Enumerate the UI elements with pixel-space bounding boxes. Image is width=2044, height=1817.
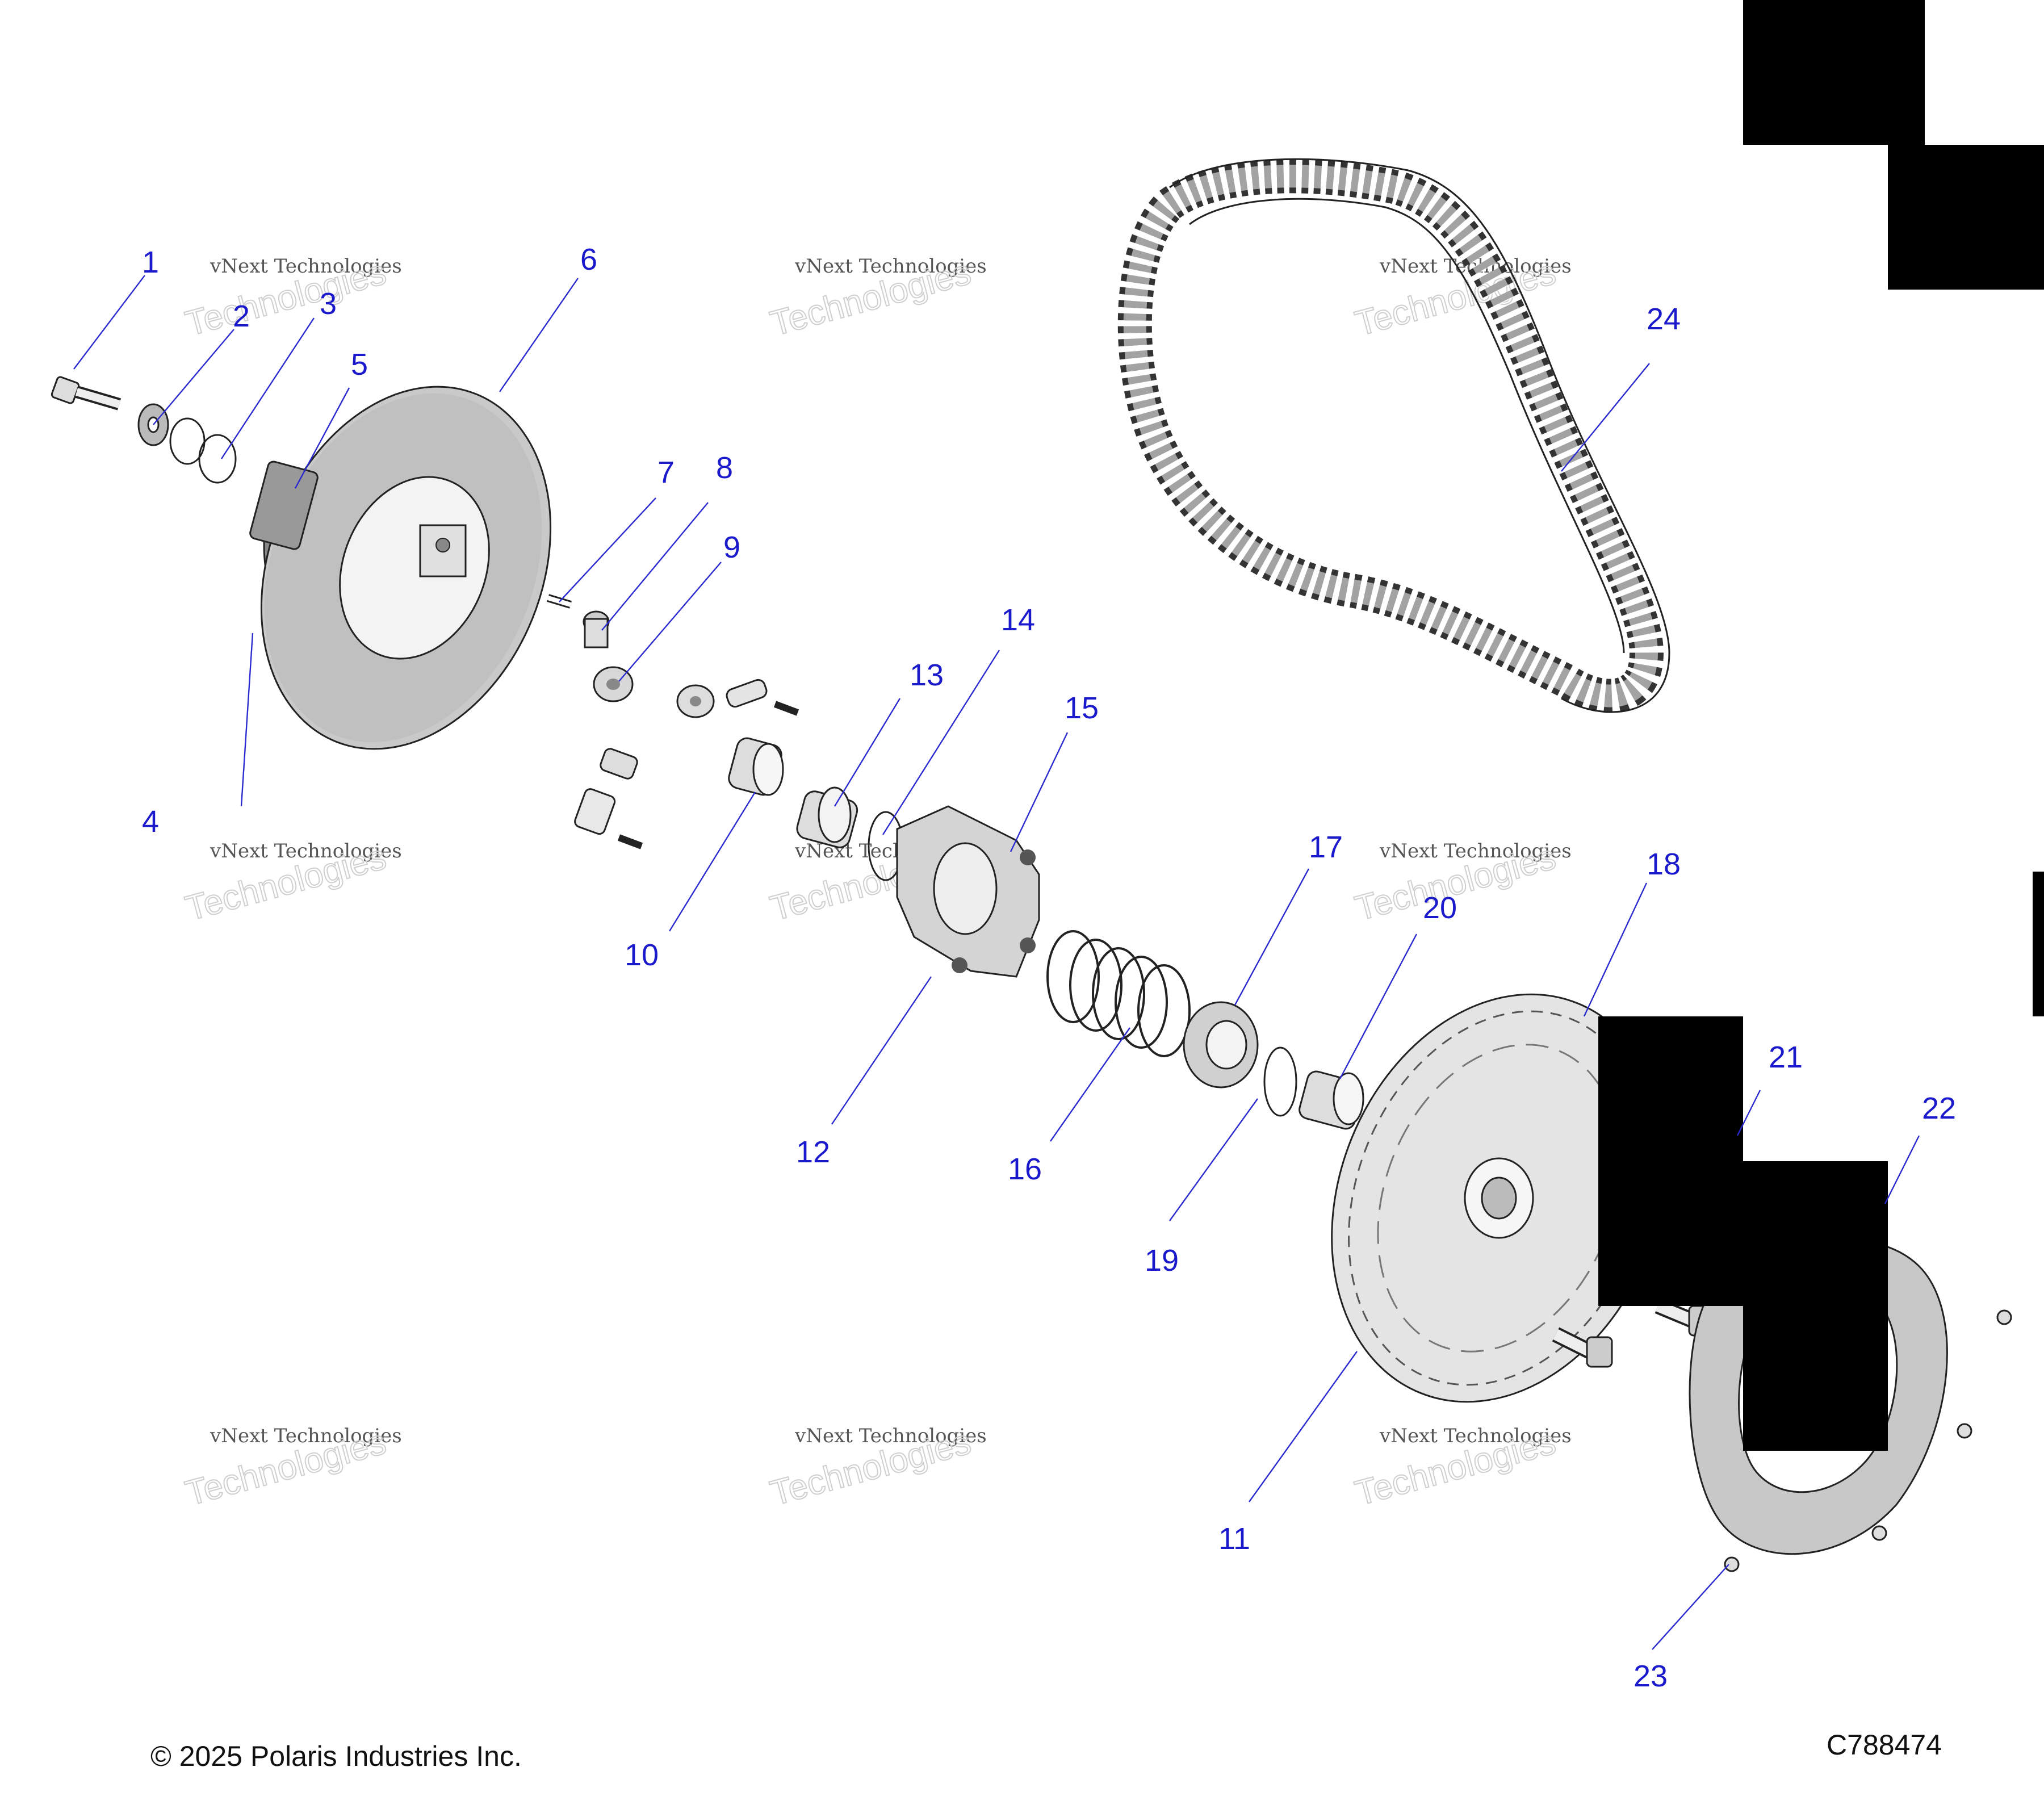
callout-21: 21 [1769,1040,1803,1074]
callout-13: 13 [910,658,944,692]
callout-2: 2 [233,299,250,333]
bearing-part-17 [1183,1001,1259,1088]
watermark-text: vNext Technologies [210,840,402,863]
callout-24: 24 [1647,302,1681,336]
callout-labels: 1 2 3 4 5 6 7 8 9 10 11 12 13 14 15 16 1… [142,242,1956,1693]
bolt-part-1 [51,376,122,411]
spring-part-16 [1046,930,1191,1057]
callout-4: 4 [142,805,159,839]
screw-part-23 [1724,1309,2012,1572]
callout-19: 19 [1145,1244,1179,1278]
leader-lines [73,275,1920,1650]
bushing-part-13 [796,786,858,848]
callout-23: 23 [1633,1659,1668,1693]
watermark-text: vNext Technologies [210,1425,402,1447]
watermark-text: vNext Technologies [794,255,987,278]
watermark-text: vNext Technologies [1379,1425,1572,1447]
callout-3: 3 [320,287,337,321]
copyright-notice: © 2025 Polaris Industries Inc. [150,1740,522,1772]
watermark-text: vNext Technologies [794,1425,987,1447]
watermark-text: vNext Technologies [210,255,402,278]
bushing-part-8 [583,610,610,648]
callout-7: 7 [657,455,675,489]
callout-14: 14 [1001,603,1035,637]
callout-10: 10 [625,938,659,972]
callout-1: 1 [142,245,159,279]
bushing-part-10 [728,737,784,796]
callout-12: 12 [796,1135,830,1169]
bushing-part-20 [1299,1070,1364,1130]
callout-15: 15 [1065,691,1099,725]
callout-22: 22 [1922,1091,1956,1125]
callout-16: 16 [1008,1152,1042,1186]
callout-18: 18 [1647,847,1681,881]
drive-sheave-part-6 [249,386,552,750]
drive-belt-part-24 [1117,158,1670,713]
callout-6: 6 [580,242,597,277]
callout-20: 20 [1423,891,1457,925]
snap-ring-part-19 [1263,1046,1297,1117]
roller-assembly [574,679,799,849]
callout-5: 5 [351,348,368,382]
spider-part-15 [896,805,1040,978]
callout-11: 11 [1218,1522,1250,1556]
callout-9: 9 [723,530,740,564]
callout-17: 17 [1309,830,1343,864]
ring-part-3 [169,417,237,484]
watermark-text: vNext Technologies [1379,840,1572,863]
drawing-code: C788474 [1827,1729,1942,1761]
redaction-blocks [1598,0,2044,1451]
callout-8: 8 [716,451,733,485]
